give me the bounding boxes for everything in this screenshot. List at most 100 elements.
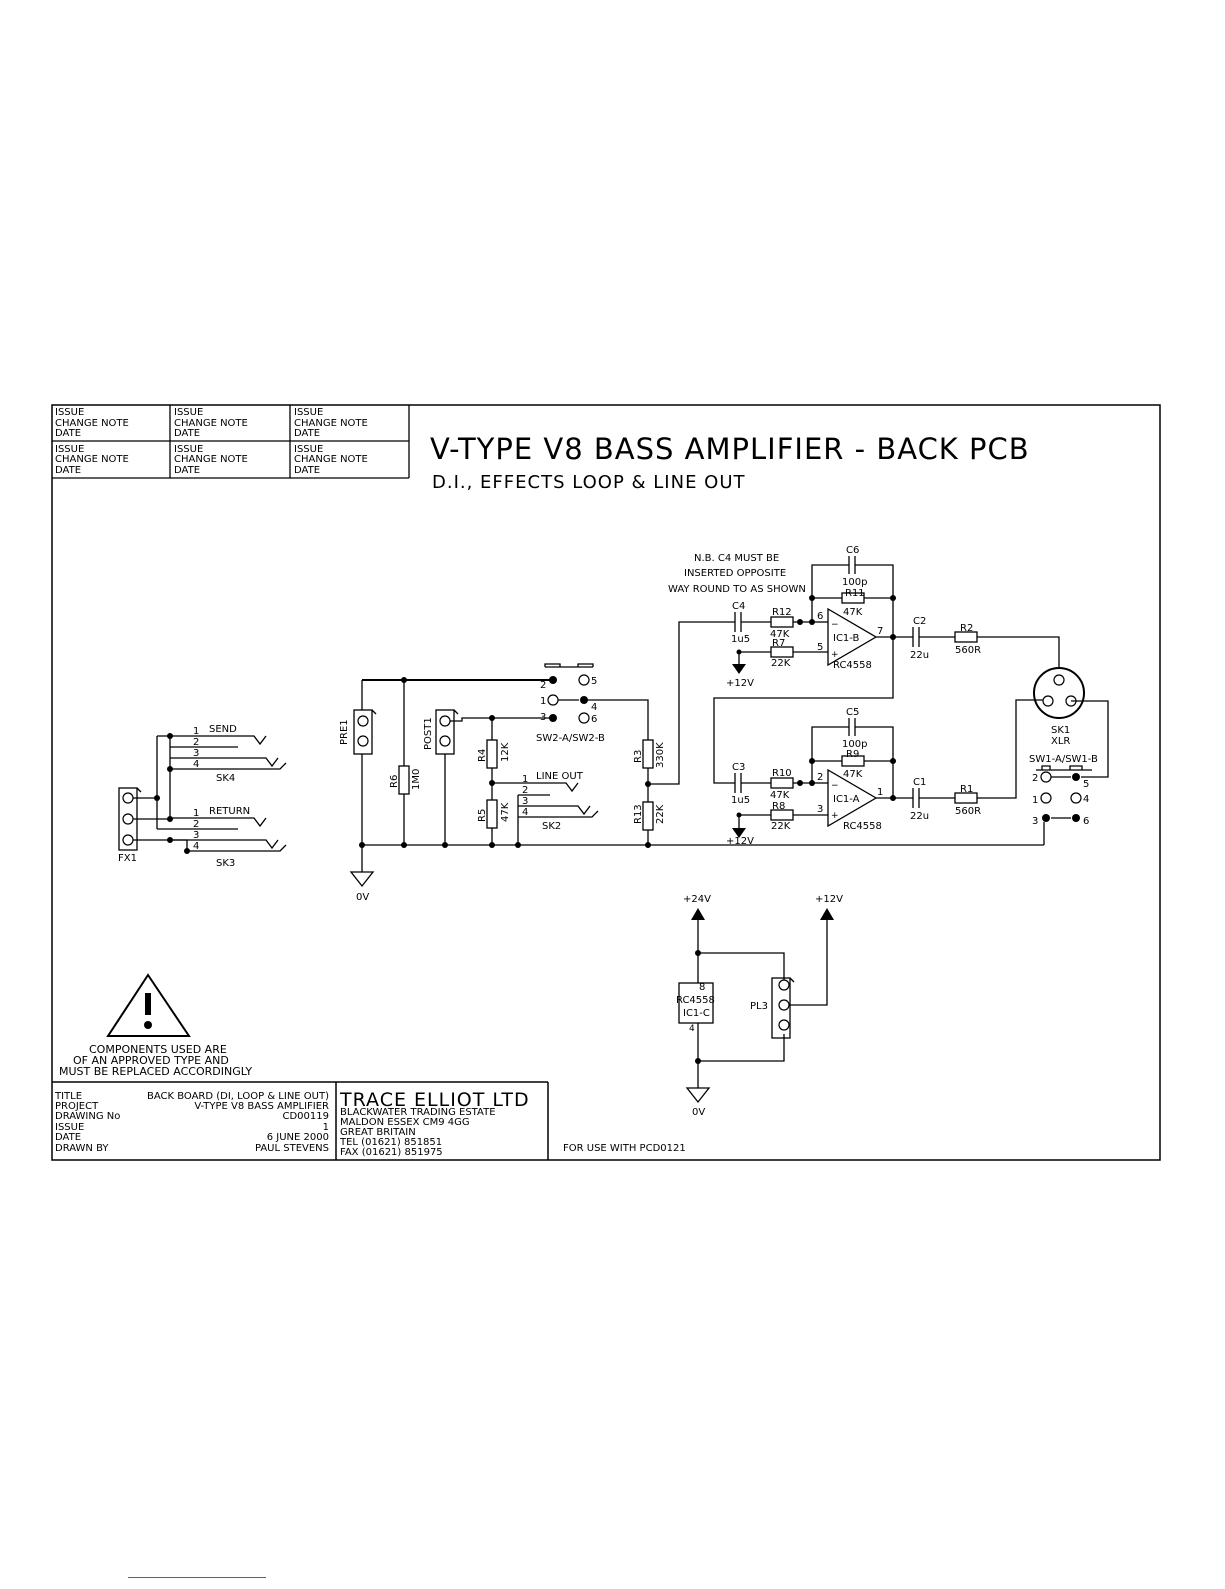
sk3-label: SK3: [216, 858, 235, 869]
pin-number: 7: [877, 626, 883, 637]
capacitor-c1: C1 22u: [910, 777, 955, 822]
pin-number: 3: [1032, 816, 1038, 827]
address-line: BLACKWATER TRADING ESTATE: [340, 1107, 496, 1118]
field-value: 6 JUNE 2000: [267, 1132, 329, 1143]
note-line: INSERTED OPPOSITE: [684, 568, 786, 579]
change-note-label: CHANGE NOTE: [294, 418, 368, 429]
c6-label: C6: [846, 545, 859, 556]
post1-connector: POST1: [423, 709, 553, 845]
pin-number: 3: [522, 796, 528, 807]
r12-value: 47K: [770, 629, 790, 640]
pin-number: 4: [1083, 794, 1089, 805]
issue-label: ISSUE: [294, 444, 323, 455]
c1-value: 22u: [910, 811, 929, 822]
resistor-r7: R7 22K +12V: [726, 638, 828, 689]
pin-number: 4: [522, 807, 528, 818]
issue-boxes: ISSUE CHANGE NOTE DATE ISSUE CHANGE NOTE…: [52, 405, 410, 479]
change-note-label: CHANGE NOTE: [55, 454, 129, 465]
note-line: WAY ROUND TO AS SHOWN: [668, 584, 806, 595]
r11-value: 47K: [843, 607, 863, 618]
field-value: V-TYPE V8 BASS AMPLIFIER: [194, 1101, 329, 1112]
feedback-c5-r9: C5 100p R9 47K: [811, 707, 894, 797]
pin-number: 1: [1032, 795, 1038, 806]
c4-value: 1u5: [731, 634, 750, 645]
change-note-label: CHANGE NOTE: [294, 454, 368, 465]
rc4558-label: RC4558: [676, 995, 715, 1006]
note-c4: N.B. C4 MUST BE INSERTED OPPOSITE WAY RO…: [668, 553, 806, 595]
use-note: FOR USE WITH PCD0121: [563, 1143, 686, 1154]
resistor-r4: R4 12K: [477, 718, 511, 800]
opamp-ic1-a: − + 2 3 1 IC1-A RC4558: [812, 768, 913, 832]
change-note-label: CHANGE NOTE: [174, 418, 248, 429]
resistor-r6: R6 1M0: [389, 680, 422, 845]
sw1-label: SW1-A/SW1-B: [1029, 754, 1098, 765]
pin-number: 2: [193, 737, 199, 748]
field-value: BACK BOARD (DI, LOOP & LINE OUT): [147, 1091, 329, 1102]
change-note-label: CHANGE NOTE: [174, 454, 248, 465]
date-label: DATE: [174, 465, 200, 476]
drawing-subtitle: D.I., EFFECTS LOOP & LINE OUT: [432, 472, 746, 493]
field-value: CD00119: [283, 1111, 330, 1122]
pin-number: 8: [699, 982, 705, 993]
pin-number: 5: [1083, 779, 1089, 790]
power-section: +24V 8 RC4558 IC1-C 4 0V PL3 +12V: [676, 894, 843, 1118]
pin-number: 3: [817, 804, 823, 815]
r2-value: 560R: [955, 645, 981, 656]
issue-label: ISSUE: [55, 444, 84, 455]
pin-number: 1: [877, 787, 883, 798]
warning-line: MUST BE REPLACED ACCORDINGLY: [59, 1065, 252, 1078]
rc4558-label: RC4558: [833, 660, 872, 671]
pin-number: 2: [522, 785, 528, 796]
resistor-r8: R8 22K +12V: [726, 801, 828, 847]
c1-label: C1: [913, 777, 926, 788]
feedback-c6-r11: C6 100p R11 47K: [811, 545, 894, 635]
sk2-line-out-jack: 1 2 3 4 LINE OUT SK2: [492, 771, 599, 845]
note-line: N.B. C4 MUST BE: [694, 553, 779, 564]
date-label: DATE: [174, 428, 200, 439]
drawing-title: V-TYPE V8 BASS AMPLIFIER - BACK PCB: [430, 432, 1030, 466]
pin-number: 2: [540, 680, 546, 691]
pin-number: 6: [591, 714, 597, 725]
issue-label: ISSUE: [55, 407, 84, 418]
pl3-label: PL3: [750, 1001, 768, 1012]
sw2-label: SW2-A/SW2-B: [536, 733, 605, 744]
page-link-underline[interactable]: [128, 1577, 266, 1578]
resistor-r2: R2 560R: [954, 623, 1060, 668]
pin-number: 1: [522, 774, 528, 785]
address-line: TEL (01621) 851851: [339, 1137, 442, 1148]
pin-number: 1: [540, 696, 546, 707]
r2-label: R2: [960, 623, 973, 634]
r10-value: 47K: [770, 790, 790, 801]
c5-value: 100p: [842, 739, 867, 750]
address-line: GREAT BRITAIN: [340, 1127, 416, 1138]
resistor-r3: R3 330K: [633, 739, 666, 802]
pin-number: 5: [591, 676, 597, 687]
field-label: DRAWING No: [55, 1111, 120, 1122]
pin-number: 2: [193, 819, 199, 830]
address-line: MALDON ESSEX CM9 4GG: [340, 1117, 470, 1128]
pin-number: 5: [817, 642, 823, 653]
r5-value: 47K: [500, 802, 511, 822]
title-block: TITLE PROJECT DRAWING No ISSUE DATE DRAW…: [52, 1081, 686, 1160]
ground-label: 0V: [692, 1107, 705, 1118]
sk4-label: SK4: [216, 773, 235, 784]
sk4-jack: 1 2 3 4 SEND SK4: [157, 724, 287, 784]
drawing-frame: [51, 404, 1161, 1161]
c2-value: 22u: [910, 650, 929, 661]
pin-number: 4: [193, 841, 199, 852]
r3-label: R3: [633, 750, 644, 763]
pre1-connector: PRE1: [339, 680, 377, 845]
pin-number: 1: [193, 808, 199, 819]
r5-label: R5: [477, 809, 488, 822]
r9-label: R9: [846, 749, 859, 760]
pre1-label: PRE1: [339, 719, 350, 745]
ground-symbol: 0V: [349, 845, 375, 903]
c5-label: C5: [846, 707, 859, 718]
date-label: DATE: [55, 465, 81, 476]
warning-block: COMPONENTS USED ARE OF AN APPROVED TYPE …: [59, 973, 252, 1078]
pin-number: 2: [1032, 773, 1038, 784]
issue-label: ISSUE: [294, 407, 323, 418]
minus-sign: −: [831, 781, 839, 791]
supply-label: +12V: [726, 836, 754, 847]
